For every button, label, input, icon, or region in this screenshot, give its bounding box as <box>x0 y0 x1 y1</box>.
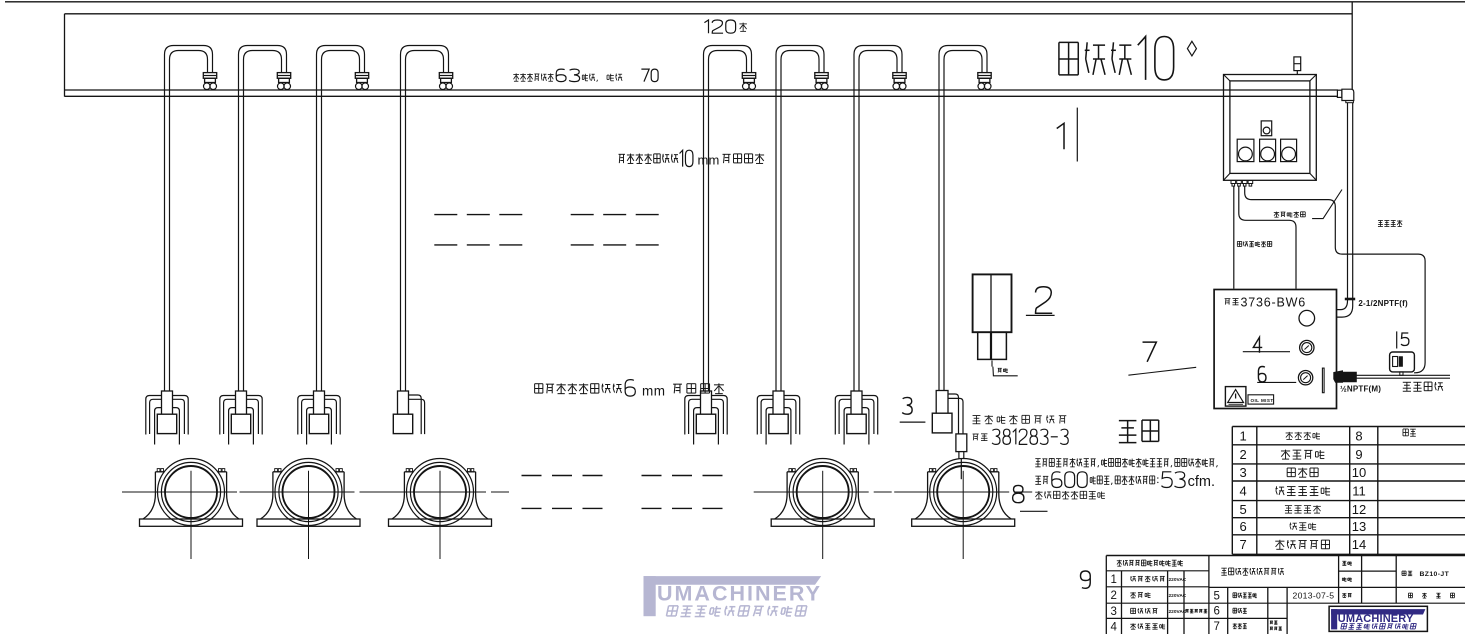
svg-text:BZ10-JT: BZ10-JT <box>1420 571 1450 578</box>
svg-text:220VAC: 220VAC <box>1169 593 1187 599</box>
svg-text:2013-07-5: 2013-07-5 <box>1293 590 1335 600</box>
svg-text:6: 6 <box>1240 519 1248 534</box>
svg-text:mm: mm <box>698 153 720 168</box>
svg-text:OIL MIST: OIL MIST <box>1251 398 1274 403</box>
svg-text:1: 1 <box>1240 428 1248 443</box>
svg-text:½NPTF(M): ½NPTF(M) <box>1340 385 1381 394</box>
svg-text:8: 8 <box>1355 428 1362 443</box>
svg-text:2: 2 <box>1240 447 1248 462</box>
svg-text:220VAC: 220VAC <box>1169 609 1187 615</box>
svg-text:3736-BW6: 3736-BW6 <box>1241 296 1306 310</box>
svg-text:220VAC: 220VAC <box>1169 577 1187 583</box>
svg-text:UMACHINERY: UMACHINERY <box>1338 613 1414 625</box>
svg-text:13: 13 <box>1352 519 1366 534</box>
svg-text:2-1/2NPTF(f): 2-1/2NPTF(f) <box>1358 299 1408 308</box>
svg-text:12: 12 <box>1352 502 1366 517</box>
svg-text:1: 1 <box>1111 574 1117 586</box>
svg-text:5: 5 <box>1214 590 1220 602</box>
svg-text:5: 5 <box>1240 502 1248 517</box>
svg-text:9: 9 <box>1355 447 1362 462</box>
svg-text:7: 7 <box>1240 537 1248 552</box>
svg-text:6: 6 <box>1214 606 1220 618</box>
svg-text:10: 10 <box>1352 465 1366 480</box>
svg-text:3: 3 <box>1111 606 1117 618</box>
svg-text:11: 11 <box>1352 483 1366 498</box>
svg-text:cfm.: cfm. <box>1188 474 1215 490</box>
svg-text:2: 2 <box>1111 590 1117 602</box>
svg-text:4: 4 <box>1111 621 1118 633</box>
svg-text:3: 3 <box>1240 465 1248 480</box>
svg-text:4: 4 <box>1240 483 1248 498</box>
svg-text:14: 14 <box>1352 537 1366 552</box>
svg-text:7: 7 <box>1214 621 1220 633</box>
svg-text:UMACHINERY: UMACHINERY <box>657 581 822 605</box>
svg-text:mm: mm <box>642 384 666 399</box>
